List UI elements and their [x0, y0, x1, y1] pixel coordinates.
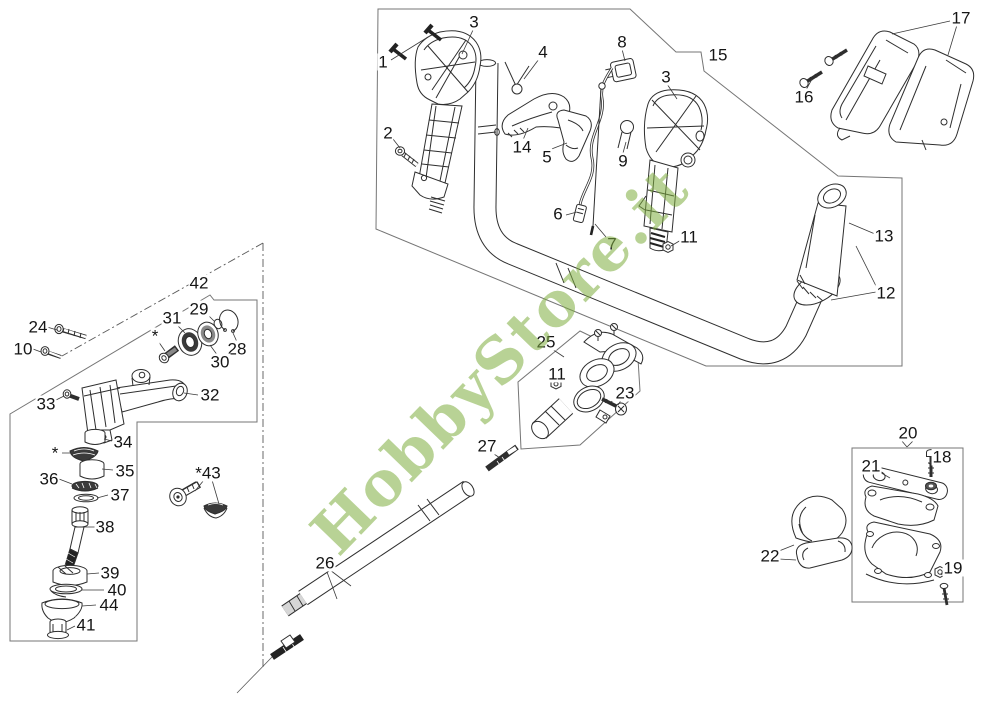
part-callout-star-28: *	[50, 443, 60, 463]
handle-half-right	[638, 89, 709, 254]
part-callout-9-9: 9	[617, 151, 629, 171]
snap-ring-28	[219, 309, 239, 333]
stop-switch	[605, 58, 637, 83]
part-callout-16-13: 16	[793, 87, 815, 107]
part-callout-33-24: 33	[35, 394, 57, 414]
throttle-cable-rod	[589, 82, 606, 236]
drive-shaft-assembly	[270, 444, 519, 660]
part-callout-21-45: 21	[860, 456, 882, 476]
part-callout-11-39: 11	[547, 364, 567, 384]
part-callout-41-36: 41	[75, 615, 97, 635]
spacer-35	[79, 459, 105, 480]
part-callout-3-8: 3	[660, 67, 672, 87]
bearing-39	[52, 564, 88, 586]
part-callout-15-7: 15	[707, 45, 729, 65]
screw-2	[394, 146, 419, 167]
part-callout-40-34: 40	[106, 580, 128, 600]
shaft-tube-stub	[531, 398, 574, 440]
bolt-10	[40, 346, 62, 359]
part-callout-3-2: 3	[468, 12, 480, 32]
trigger-lockout	[556, 109, 592, 162]
bolt-33	[62, 389, 80, 401]
nut-41	[47, 618, 69, 640]
spacer-34	[84, 428, 106, 445]
part-callout-17-14: 17	[950, 8, 972, 28]
part-callout-32-25: 32	[199, 385, 221, 405]
part-callout-19-46: 19	[942, 558, 964, 578]
hose-clamp	[573, 385, 611, 424]
part-callout-26-42: 26	[314, 553, 336, 573]
cover-shells	[799, 30, 975, 151]
part-callout-20-43: 20	[897, 423, 919, 443]
part-callout-star43-37: *43	[194, 463, 222, 483]
screw-23	[601, 397, 627, 416]
part-callout-42-17: 42	[188, 273, 210, 293]
part-callout-30-23: 30	[209, 352, 231, 372]
leader-lines	[32, 20, 958, 631]
throttle-spring	[504, 61, 530, 95]
washer-37	[73, 493, 99, 503]
cup-washer-star	[69, 447, 99, 462]
gear-shaft-38	[63, 506, 89, 574]
bearing-30	[197, 321, 219, 347]
grease-fitting	[158, 345, 180, 364]
throttle-trigger	[501, 93, 571, 138]
part-callout-10-19: 10	[12, 339, 34, 359]
wire-clip	[617, 120, 634, 150]
part-callout-2-1: 2	[382, 123, 394, 143]
part-callout-44-35: 44	[98, 595, 120, 615]
part-callout-12-16: 12	[875, 283, 897, 303]
screw-24	[54, 323, 87, 340]
part-callout-4-3: 4	[537, 42, 549, 62]
part-callout-39-33: 39	[99, 563, 121, 583]
screw-set-43	[169, 480, 228, 519]
part-callout-23-40: 23	[614, 383, 636, 403]
handle-half-left	[388, 23, 482, 214]
part-callout-29-20: 29	[188, 299, 210, 319]
screws-16	[799, 48, 848, 88]
nut-screw-19	[934, 565, 949, 606]
part-callout-11-12: 11	[679, 227, 699, 247]
part-callout-37-31: 37	[109, 485, 131, 505]
part-callout-27-41: 27	[476, 436, 498, 456]
part-callout-8-6: 8	[616, 32, 628, 52]
clamp-bracket-25	[579, 323, 644, 388]
nut-11-top	[662, 240, 674, 254]
part-callout-22-47: 22	[759, 546, 781, 566]
clamp-castings	[864, 485, 942, 585]
part-callout-28-22: 28	[226, 339, 248, 359]
part-callout-star-26: *	[150, 326, 160, 346]
grip-sleeve	[793, 183, 847, 306]
splined-washer-36	[71, 480, 99, 492]
part-callout-24-18: 24	[27, 317, 49, 337]
part-callout-31-21: 31	[161, 308, 183, 328]
part-callout-13-15: 13	[873, 226, 895, 246]
part-callout-5-5: 5	[541, 147, 553, 167]
part-callout-18-44: 18	[931, 447, 953, 467]
part-callout-1-0: 1	[377, 52, 389, 72]
part-callout-25-38: 25	[535, 332, 557, 352]
part-callout-7-11: 7	[606, 234, 618, 254]
part-callout-38-32: 38	[94, 517, 116, 537]
oring-29	[213, 318, 223, 330]
part-callout-34-27: 34	[112, 432, 134, 452]
axis-lines	[61, 242, 273, 694]
washer-40	[49, 583, 83, 598]
rubber-sleeves-22	[791, 495, 853, 569]
part-callout-6-10: 6	[552, 204, 564, 224]
part-callout-14-4: 14	[511, 137, 533, 157]
part-callout-35-29: 35	[114, 461, 136, 481]
cup-44	[41, 598, 83, 623]
part-callout-36-30: 36	[38, 469, 60, 489]
